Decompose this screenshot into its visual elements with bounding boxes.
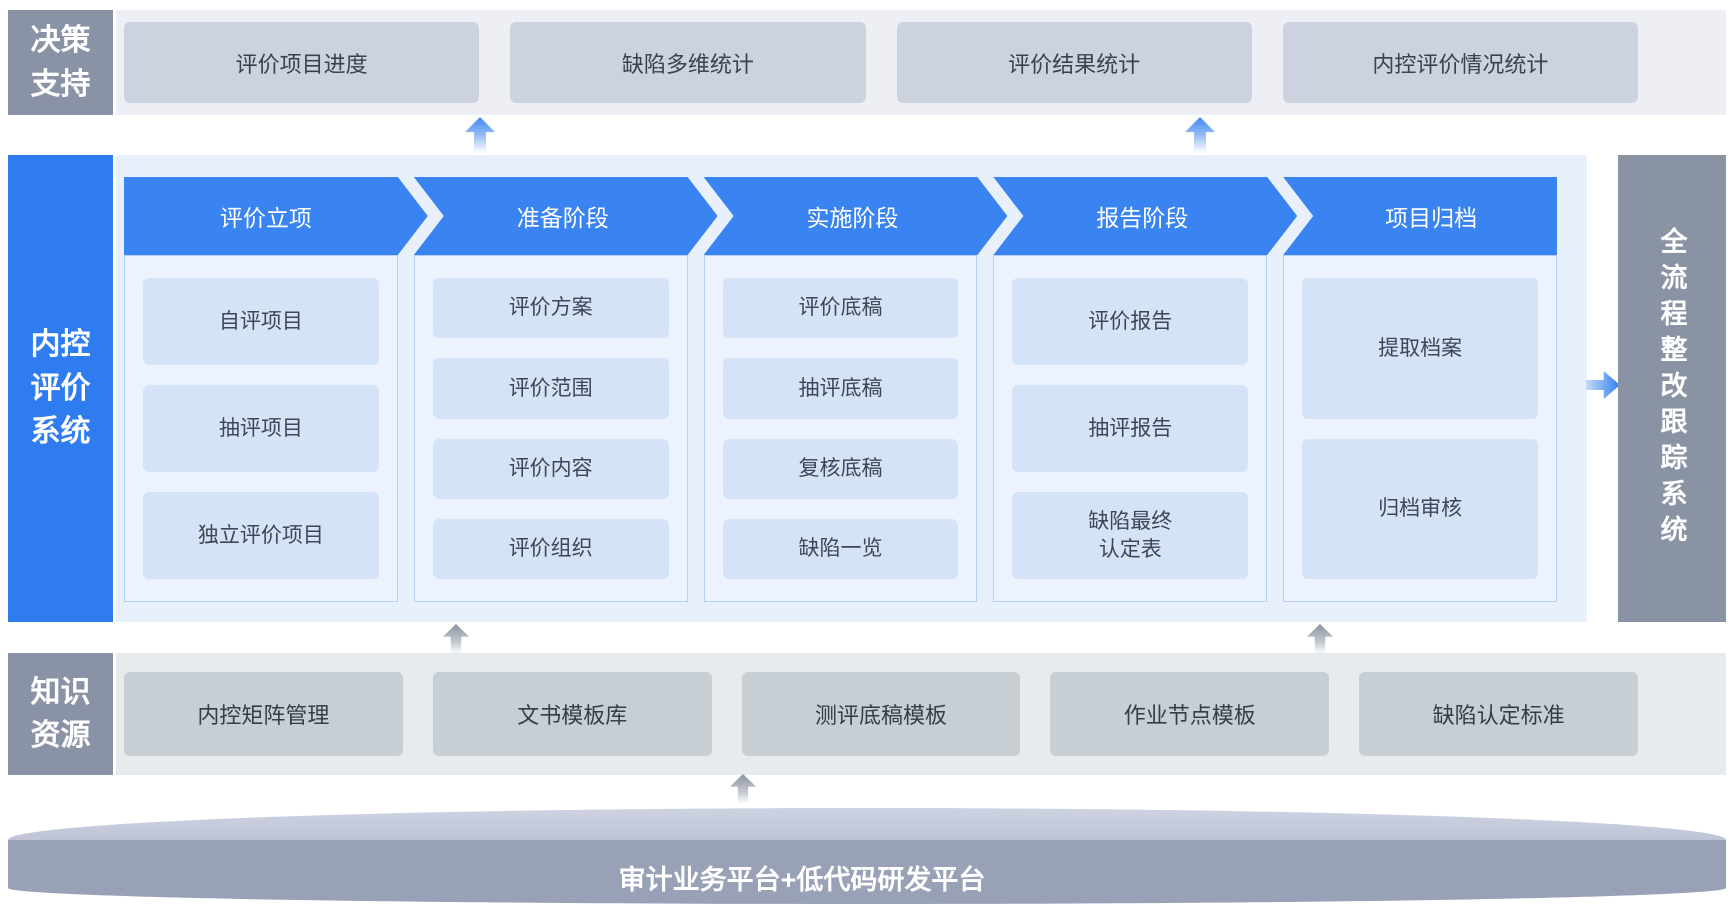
stage-header-implementation: 实施阶段 xyxy=(704,177,1008,255)
knowledge-resources-label: 知识 资源 xyxy=(8,653,113,775)
stage-item: 评价组织 xyxy=(432,518,669,579)
main-system-label: 内控 评价 系统 xyxy=(8,155,113,622)
up-arrow-icon xyxy=(1307,624,1333,654)
stage-panel: 评价底稿 抽评底稿 复核底稿 缺陷一览 xyxy=(703,255,978,602)
stage-item: 缺陷最终 认定表 xyxy=(1012,492,1249,579)
decision-support-label: 决策 支持 xyxy=(8,10,113,115)
tracking-system-bar: 全流程整改跟踪系统 xyxy=(1618,155,1726,622)
stage-panel: 评价报告 抽评报告 缺陷最终 认定表 xyxy=(993,255,1268,602)
stage-item: 抽评报告 xyxy=(1012,385,1249,472)
stage-item: 归档审核 xyxy=(1302,438,1538,579)
knowledge-box-document-templates: 文书模板库 xyxy=(432,672,712,756)
stage-panel: 评价方案 评价范围 评价内容 评价组织 xyxy=(413,255,688,602)
tracking-system-label: 全流程整改跟踪系统 xyxy=(1656,226,1687,551)
decision-box-result-stats: 评价结果统计 xyxy=(896,22,1252,103)
stage-item: 评价报告 xyxy=(1012,278,1249,365)
knowledge-box-task-node-templates: 作业节点模板 xyxy=(1050,672,1330,756)
stage-item: 抽评项目 xyxy=(143,385,379,472)
stage-item: 独立评价项目 xyxy=(143,492,379,579)
stage-item: 评价方案 xyxy=(432,278,669,339)
platform-label: 审计业务平台+低代码研发平台 xyxy=(618,865,986,895)
stage-header-initiation: 评价立项 xyxy=(124,177,428,255)
knowledge-box-defect-standards: 缺陷认定标准 xyxy=(1359,672,1638,756)
platform-body xyxy=(8,840,1726,904)
stage-item: 评价底稿 xyxy=(722,278,959,339)
up-arrow-icon xyxy=(730,774,756,804)
platform-cylinder: 审计业务平台+低代码研发平台 xyxy=(8,808,1726,910)
up-arrow-icon xyxy=(443,624,469,654)
stage-header-reporting: 报告阶段 xyxy=(993,177,1297,255)
stage-panel: 提取档案 归档审核 xyxy=(1283,255,1557,602)
knowledge-box-control-matrix: 内控矩阵管理 xyxy=(124,672,403,756)
stage-implementation: 实施阶段 评价底稿 抽评底稿 复核底稿 缺陷一览 xyxy=(703,177,978,602)
stage-item: 评价内容 xyxy=(432,438,669,499)
decision-support-band: 评价项目进度 缺陷多维统计 评价结果统计 内控评价情况统计 xyxy=(116,10,1726,115)
up-arrow-icon xyxy=(1185,117,1215,153)
main-system-panel: 评价立项 自评项目 抽评项目 独立评价项目 准备阶段 评价方案 评价范围 评价内… xyxy=(116,155,1587,622)
stage-item: 提取档案 xyxy=(1302,278,1538,419)
decision-box-defect-stats: 缺陷多维统计 xyxy=(510,22,866,103)
decision-box-project-progress: 评价项目进度 xyxy=(124,22,480,103)
stage-item: 抽评底稿 xyxy=(722,358,959,419)
stage-archiving: 项目归档 提取档案 归档审核 xyxy=(1283,177,1557,602)
stage-item: 缺陷一览 xyxy=(722,518,959,579)
stage-header-preparation: 准备阶段 xyxy=(414,177,718,255)
stage-item: 评价范围 xyxy=(432,358,669,419)
knowledge-resources-band: 内控矩阵管理 文书模板库 测评底稿模板 作业节点模板 缺陷认定标准 xyxy=(116,653,1726,775)
right-arrow-icon xyxy=(1586,371,1620,399)
stage-reporting: 报告阶段 评价报告 抽评报告 缺陷最终 认定表 xyxy=(993,177,1267,602)
decision-box-control-eval-stats: 内控评价情况统计 xyxy=(1282,22,1638,103)
up-arrow-icon xyxy=(465,117,495,153)
stage-item: 复核底稿 xyxy=(722,438,959,499)
stage-initiation: 评价立项 自评项目 抽评项目 独立评价项目 xyxy=(124,177,398,602)
stage-header-archiving: 项目归档 xyxy=(1283,177,1557,255)
stage-panel: 自评项目 抽评项目 独立评价项目 xyxy=(124,255,398,602)
stage-item: 自评项目 xyxy=(143,278,379,365)
knowledge-box-workpaper-templates: 测评底稿模板 xyxy=(741,672,1021,756)
stage-preparation: 准备阶段 评价方案 评价范围 评价内容 评价组织 xyxy=(413,177,688,602)
